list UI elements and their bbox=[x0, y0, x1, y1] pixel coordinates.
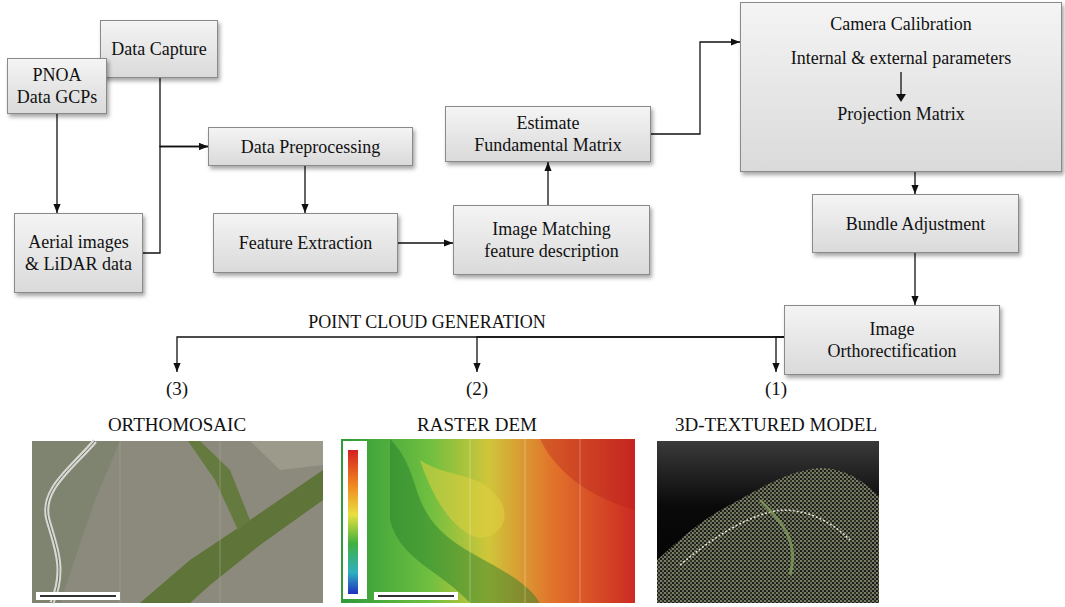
output-label: (3) ORTHOMOSAIC bbox=[47, 372, 307, 442]
process-box: Estimate Fundamental Matrix bbox=[445, 106, 651, 162]
box-label: Estimate Fundamental Matrix bbox=[471, 112, 626, 156]
model-background bbox=[657, 441, 879, 603]
connector-arrow bbox=[914, 172, 915, 194]
ortho-grid bbox=[120, 441, 121, 603]
scale-bar bbox=[374, 592, 458, 600]
dem-valley bbox=[390, 439, 540, 603]
scale-bar bbox=[36, 592, 120, 600]
ortho-grid bbox=[220, 441, 221, 603]
box-label: Projection Matrix bbox=[837, 103, 964, 125]
output-title: ORTHOMOSAIC bbox=[108, 414, 246, 436]
callout-number: (1) bbox=[765, 378, 787, 400]
flow-arrow-line bbox=[900, 72, 901, 95]
box-label: Data Capture bbox=[111, 38, 206, 60]
process-box: Image Matching feature description bbox=[453, 205, 650, 275]
box-label: Internal & external parameters bbox=[791, 47, 1011, 69]
box-label: Image Orthorectification bbox=[817, 318, 967, 362]
box-label: Bundle Adjustment bbox=[846, 213, 986, 235]
connector-arrow bbox=[651, 42, 740, 134]
dem-color-bar-frame bbox=[343, 441, 367, 599]
connector-arrow bbox=[914, 253, 915, 305]
section-label: POINT CLOUD GENERATION bbox=[304, 312, 550, 332]
dem-ridge bbox=[420, 460, 505, 538]
input-box: Aerial images & LiDAR data bbox=[14, 213, 143, 293]
connector-arrow bbox=[776, 337, 784, 372]
dem-color-bar bbox=[348, 450, 358, 594]
ortho-vegetation bbox=[188, 441, 250, 530]
box-label: Camera Calibration bbox=[830, 13, 971, 35]
callout-number: (3) bbox=[166, 378, 188, 400]
output-title: RASTER DEM bbox=[417, 414, 537, 436]
flow-arrow bbox=[891, 69, 911, 103]
connector-arrow bbox=[304, 166, 305, 213]
connector-arrow bbox=[160, 78, 208, 147]
dem-peak bbox=[540, 439, 635, 510]
flow-arrow-head bbox=[896, 94, 906, 102]
scale-bar bbox=[40, 595, 116, 597]
process-box: Camera CalibrationInternal & external pa… bbox=[740, 2, 1062, 172]
ortho-road bbox=[47, 441, 95, 603]
process-box: Feature Extraction bbox=[213, 213, 398, 273]
output-title: 3D-TEXTURED MODEL bbox=[675, 414, 877, 436]
dem-gradient bbox=[341, 439, 635, 603]
model-point-cloud bbox=[657, 468, 879, 603]
model-vegetation bbox=[760, 500, 793, 575]
connector-arrow bbox=[547, 162, 548, 205]
box-label: Data Preprocessing bbox=[241, 136, 380, 158]
ortho-slope bbox=[32, 441, 120, 603]
connector-arrow bbox=[56, 114, 57, 214]
ortho-road-edge bbox=[47, 441, 95, 603]
process-box: Image Orthorectification bbox=[784, 305, 1000, 375]
connector-arrow bbox=[177, 337, 784, 372]
box-label: Feature Extraction bbox=[239, 232, 372, 254]
process-box: Data Preprocessing bbox=[208, 127, 413, 166]
box-label: Image Matching feature description bbox=[472, 218, 632, 262]
ortho-rock bbox=[250, 441, 323, 470]
scale-bar bbox=[378, 595, 454, 597]
ortho-ground bbox=[32, 441, 323, 603]
dem-grid bbox=[580, 439, 581, 603]
dem-grid bbox=[470, 439, 471, 603]
process-box: Data Capture bbox=[100, 20, 218, 78]
dem-grid bbox=[525, 439, 526, 603]
output-label: (2) RASTER DEM bbox=[347, 372, 607, 442]
textured-model-image bbox=[657, 441, 879, 603]
box-label: PNOA Data GCPs bbox=[14, 64, 100, 108]
box-label: Aerial images & LiDAR data bbox=[21, 231, 136, 275]
connector-arrow bbox=[143, 147, 208, 254]
output-label: (1) 3D-TEXTURED MODEL bbox=[646, 372, 906, 442]
orthomosaic-image bbox=[32, 441, 323, 603]
process-box: Bundle Adjustment bbox=[812, 194, 1019, 253]
raster-dem-image bbox=[341, 439, 635, 603]
connector-arrow bbox=[477, 337, 784, 372]
connector-arrow bbox=[398, 242, 453, 243]
input-box: PNOA Data GCPs bbox=[7, 58, 107, 114]
model-road bbox=[680, 510, 850, 565]
callout-number: (2) bbox=[466, 378, 488, 400]
